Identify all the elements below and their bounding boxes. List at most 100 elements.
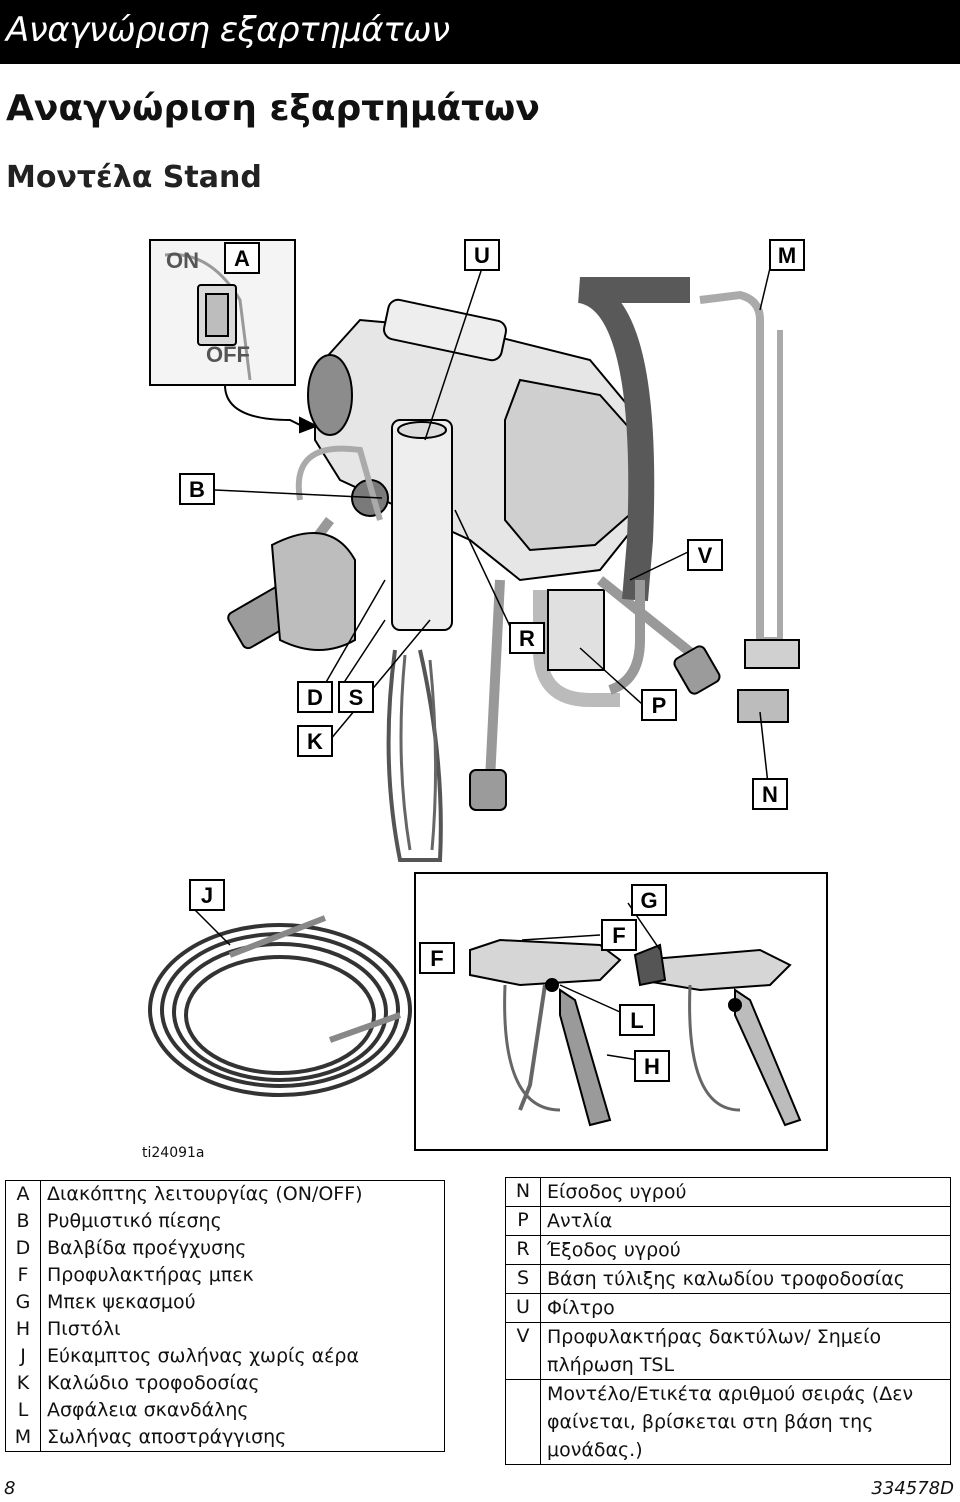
legend-code (505, 1379, 541, 1465)
callout-M: M (769, 239, 805, 271)
legend-description: Είσοδος υγρού (540, 1177, 951, 1207)
legend-description: Βαλβίδα προέγχυσης (40, 1235, 445, 1262)
subsection-title: Μοντέλα Stand (6, 160, 262, 195)
legend-description: Προφυλακτήρας μπεκ (40, 1262, 445, 1289)
callout-L: L (619, 1004, 655, 1036)
section-title: Αναγνώριση εξαρτημάτων (6, 88, 540, 129)
svg-text:B: B (189, 477, 205, 502)
legend-code: S (505, 1264, 541, 1294)
svg-text:D: D (307, 685, 323, 710)
legend-code: J (5, 1343, 41, 1370)
legend-code: V (505, 1322, 541, 1380)
svg-text:S: S (349, 685, 364, 710)
sprayer-parts-illustration: ON OFF (148, 239, 828, 1151)
legend-code: P (505, 1206, 541, 1236)
page-number: 8 (4, 1478, 16, 1499)
callout-P: P (641, 689, 677, 721)
main-leader-lines (214, 267, 771, 785)
svg-text:R: R (519, 626, 535, 651)
legend-code: B (5, 1208, 41, 1235)
svg-text:U: U (474, 243, 490, 268)
callout-K: K (297, 725, 333, 757)
switch-off-label: OFF (206, 342, 250, 367)
callout-A: A (224, 242, 260, 274)
legend-description: Βάση τύλιξης καλωδίου τροφοδοσίας (540, 1264, 951, 1294)
svg-text:H: H (644, 1054, 660, 1079)
callout-F-gun-right: F (601, 919, 637, 951)
spray-gun-left (469, 938, 622, 1127)
power-switch-inset: ON OFF (149, 239, 319, 434)
legend-code: N (505, 1177, 541, 1207)
legend-description: Σωλήνας αποστράγγισης (40, 1424, 445, 1452)
legend-code: L (5, 1397, 41, 1424)
legend-description: Πιστόλι (40, 1316, 445, 1343)
callout-V: V (687, 539, 723, 571)
legend-row: Μοντέλο/Ετικέτα αριθμού σειράς (Δεν φαίν… (505, 1379, 951, 1465)
svg-text:F: F (612, 923, 625, 948)
legend-description: Ρυθμιστικό πίεσης (40, 1208, 445, 1235)
legend-code: M (5, 1424, 41, 1452)
legend-description: Ασφάλεια σκανδάλης (40, 1397, 445, 1424)
spray-gun-inset-frame (414, 872, 828, 1151)
legend-description: Εύκαμπτος σωλήνας χωρίς αέρα (40, 1343, 445, 1370)
legend-code: R (505, 1235, 541, 1265)
callout-S: S (338, 681, 374, 713)
spray-gun-right (633, 943, 802, 1127)
legend-description: Φίλτρο (540, 1293, 951, 1323)
legend-code: D (5, 1235, 41, 1262)
callout-labels: A U M B V R D S P K N J G F F L H (179, 239, 805, 1082)
sprayer-body (227, 277, 800, 862)
svg-text:K: K (307, 729, 323, 754)
legend-code: K (5, 1370, 41, 1397)
svg-text:L: L (630, 1008, 643, 1033)
legend-code: F (5, 1262, 41, 1289)
callout-N: N (752, 778, 788, 810)
svg-text:N: N (762, 782, 778, 807)
legend-code: U (505, 1293, 541, 1323)
callout-H: H (634, 1050, 670, 1082)
document-number: 334578D (871, 1478, 954, 1499)
callout-J: J (189, 879, 225, 911)
legend-code: A (5, 1180, 41, 1208)
svg-text:G: G (640, 888, 657, 913)
svg-text:P: P (652, 693, 667, 718)
callout-G: G (631, 884, 667, 916)
legend-description: Διακόπτης λειτουργίας (ON/OFF) (40, 1180, 445, 1208)
figure-id: ti24091a (142, 1145, 205, 1161)
header-title: Αναγνώριση εξαρτημάτων (6, 10, 450, 50)
svg-text:M: M (778, 243, 796, 268)
airless-hose-illustration (148, 915, 412, 1097)
legend-description: Μοντέλο/Ετικέτα αριθμού σειράς (Δεν φαίν… (540, 1379, 951, 1465)
callout-B: B (179, 473, 215, 505)
legend-description: Αντλία (540, 1206, 951, 1236)
legend-description: Μπεκ ψεκασμού (40, 1289, 445, 1316)
callout-F-gun-left: F (419, 942, 455, 974)
switch-on-label: ON (166, 248, 199, 273)
callout-R: R (509, 622, 545, 654)
legend-code: H (5, 1316, 41, 1343)
svg-text:F: F (430, 946, 443, 971)
legend-code: G (5, 1289, 41, 1316)
callout-U: U (464, 239, 500, 271)
legend-description: Καλώδιο τροφοδοσίας (40, 1370, 445, 1397)
svg-text:J: J (201, 883, 213, 908)
svg-text:A: A (234, 246, 250, 271)
